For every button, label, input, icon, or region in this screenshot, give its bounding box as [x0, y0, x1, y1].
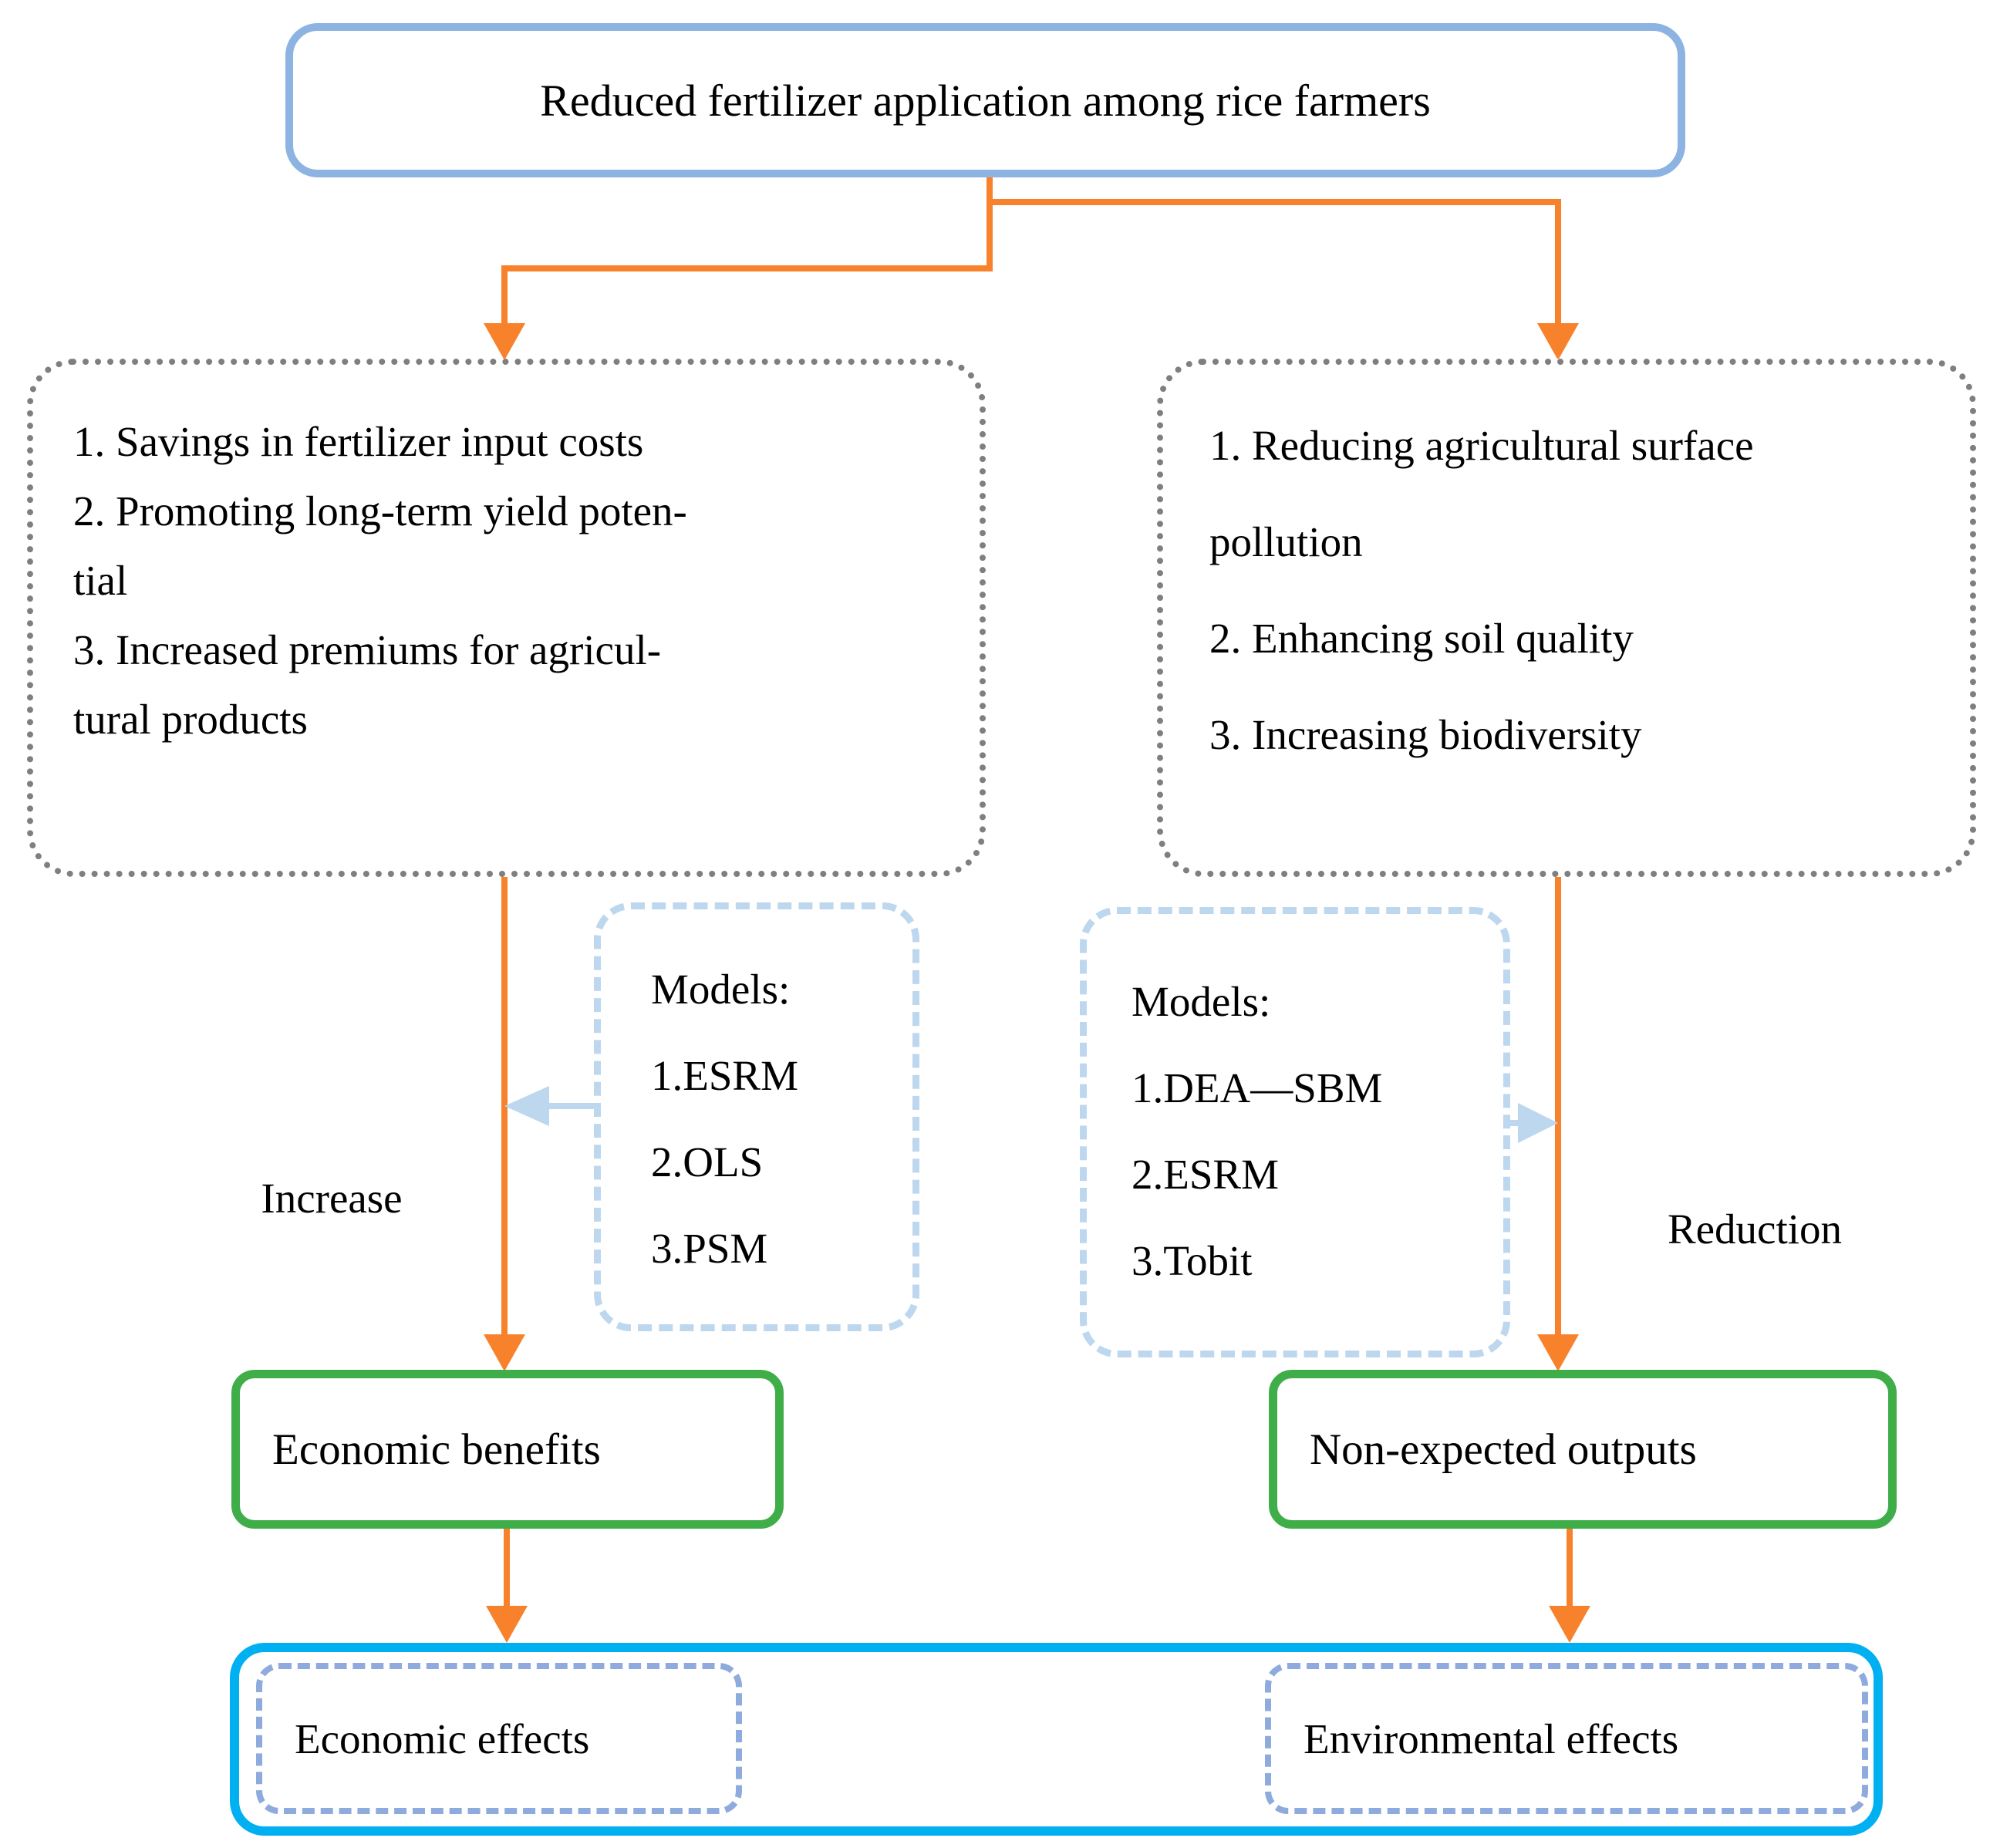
economic-outcomes-box: 1. Savings in fertilizer input costs 2. … [27, 359, 986, 877]
outcome-line: tial [73, 557, 128, 604]
outcome-line: 2. Promoting long-term yield poten- [73, 487, 687, 535]
models-arrow-line [1506, 1120, 1521, 1126]
economic-benefits-box: Economic benefits [231, 1370, 784, 1529]
title-text: Reduced fertilizer application among ric… [540, 75, 1431, 126]
environmental-effects-label: Environmental effects [1304, 1715, 1679, 1762]
outcome-line: 1. Reducing agricultural surface [1209, 422, 1754, 469]
connector-left-horizontal-line [501, 265, 993, 271]
connector-stem-line [987, 177, 993, 271]
model-item: 3.Tobit [1132, 1237, 1253, 1284]
reduction-label: Reduction [1667, 1206, 1843, 1253]
arrowhead-down-icon [484, 323, 525, 360]
economic-models-box: Models: 1.ESRM 2.OLS 3.PSM [594, 902, 919, 1331]
environmental-flow-line [1555, 877, 1561, 1337]
economic-effect-line [504, 1529, 510, 1607]
connector-right-vertical-line [1555, 199, 1561, 325]
outcome-line: 3. Increasing biodiversity [1209, 711, 1642, 758]
outcome-line: pollution [1209, 518, 1363, 565]
connector-left-vertical-line [501, 265, 508, 325]
model-item: 1.DEA—SBM [1132, 1064, 1383, 1111]
arrowhead-down-icon [486, 1606, 528, 1643]
model-item: 3.PSM [651, 1225, 768, 1272]
title-box: Reduced fertilizer application among ric… [285, 23, 1685, 177]
outcome-line: 3. Increased premiums for agricul- [73, 626, 662, 673]
arrowhead-down-icon [1549, 1606, 1590, 1643]
environmental-models-box: Models: 1.DEA—SBM 2.ESRM 3.Tobit [1080, 907, 1510, 1357]
environmental-effect-line [1567, 1529, 1573, 1607]
increase-label: Increase [261, 1175, 403, 1222]
connector-right-horizontal-line [987, 199, 1561, 205]
models-arrow-line [549, 1103, 597, 1109]
non-expected-outputs-label: Non-expected outputs [1310, 1425, 1697, 1474]
environmental-effects-box: Environmental effects [1265, 1663, 1868, 1814]
model-item: 2.OLS [651, 1138, 764, 1185]
arrowhead-left-icon [504, 1086, 549, 1126]
model-item: 1.ESRM [651, 1052, 799, 1099]
models-title: Models: [651, 966, 791, 1013]
environmental-outcomes-box: 1. Reducing agricultural surface polluti… [1157, 359, 1976, 877]
outcome-line: 1. Savings in fertilizer input costs [73, 418, 644, 465]
outcome-line: tural products [73, 696, 308, 743]
arrowhead-down-icon [484, 1334, 525, 1371]
arrowhead-down-icon [1537, 323, 1579, 360]
outcome-line: 2. Enhancing soil quality [1209, 615, 1634, 662]
models-title: Models: [1132, 978, 1271, 1025]
model-item: 2.ESRM [1132, 1151, 1280, 1198]
non-expected-outputs-box: Non-expected outputs [1269, 1370, 1897, 1529]
economic-effects-label: Economic effects [295, 1715, 590, 1762]
arrowhead-right-icon [1518, 1103, 1558, 1143]
arrowhead-down-icon [1537, 1334, 1579, 1371]
economic-benefits-label: Economic benefits [272, 1425, 601, 1474]
economic-effects-box: Economic effects [256, 1663, 742, 1814]
